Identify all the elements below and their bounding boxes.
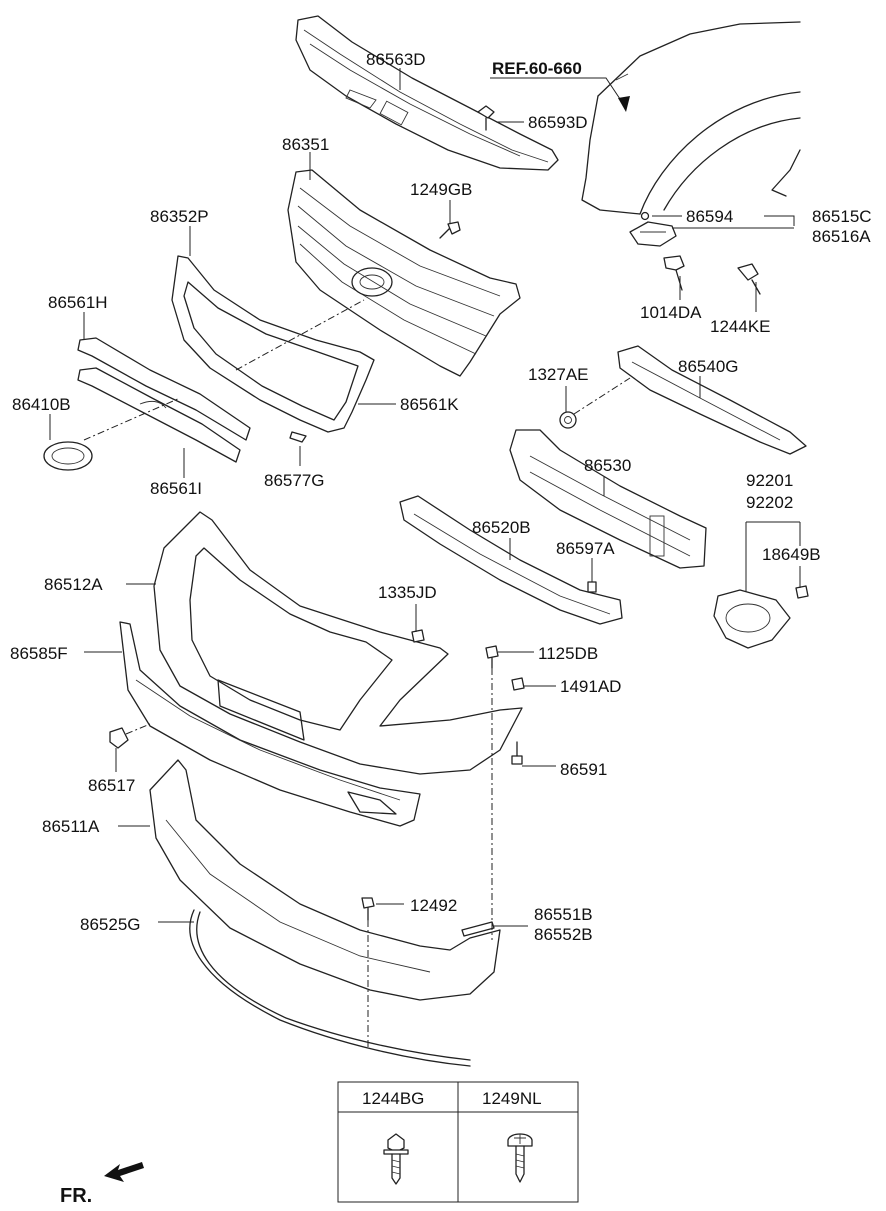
label-86516a: 86516A	[812, 227, 871, 246]
molding-86577g-part	[289, 431, 307, 443]
label-86561k: 86561K	[400, 395, 459, 414]
label-86577g: 86577G	[264, 471, 325, 490]
label-1327ae: 1327AE	[528, 365, 589, 384]
front-label: FR.	[60, 1185, 92, 1207]
label-86352p: 86352P	[150, 207, 209, 226]
label-86551b: 86551B	[534, 905, 593, 924]
screw-1249gb-part	[439, 221, 461, 239]
label-86512a: 86512A	[44, 575, 103, 594]
screw-86591-part	[511, 741, 523, 765]
label-1014da: 1014DA	[640, 303, 702, 322]
label-92202: 92202	[746, 493, 793, 512]
lower-bumper-part	[149, 759, 501, 1001]
energy-absorber-lower-part	[399, 495, 623, 625]
lower-grille-part	[119, 621, 421, 827]
leader-lines	[49, 68, 801, 927]
table-header-1244bg: 1244BG	[362, 1089, 424, 1108]
label-86525g: 86525G	[80, 915, 141, 934]
label-1491ad: 1491AD	[560, 677, 621, 696]
bulb-18649b-part	[795, 585, 809, 599]
bracket-86551b-part	[461, 921, 495, 937]
front-bumper-cover-part	[153, 511, 523, 775]
label-86561i: 86561I	[150, 479, 202, 498]
label-1249gb: 1249GB	[410, 180, 472, 199]
fastener-table: 1244BG 1249NL	[337, 1081, 579, 1203]
label-18649b: 18649B	[762, 545, 821, 564]
label-1125db: 1125DB	[538, 644, 598, 663]
fender-reference-part	[581, 21, 801, 215]
bolt-1125db-part	[485, 645, 499, 669]
label-86593d: 86593D	[528, 113, 588, 132]
upper-cover-part	[295, 15, 559, 171]
label-86563d: 86563D	[366, 50, 426, 69]
screw-12492-part	[361, 897, 375, 921]
label-86552b: 86552B	[534, 925, 593, 944]
label-ref: REF.60-660	[492, 59, 582, 78]
part-labels: 86563D REF.60-660 86593D 86351 1249GB 86…	[10, 50, 872, 944]
clip-1335jd-part	[411, 629, 425, 643]
label-86540g: 86540G	[678, 357, 739, 376]
flange-bolt-icon	[383, 1133, 409, 1185]
label-86517: 86517	[88, 776, 135, 795]
grille-molding-part	[171, 255, 375, 433]
front-direction-indicator: FR.	[60, 1162, 144, 1207]
radiator-grille-part	[287, 169, 521, 377]
label-86515c: 86515C	[812, 207, 872, 226]
label-12492: 12492	[410, 896, 457, 915]
emblem-part	[43, 441, 93, 471]
clip-86597a-part	[587, 581, 597, 593]
bracket-86517-part	[109, 727, 129, 749]
reference-arrow	[490, 77, 630, 112]
label-86530: 86530	[584, 456, 631, 475]
bumper-lip-strip-part	[189, 909, 471, 1067]
label-86591: 86591	[560, 760, 607, 779]
clip-1491ad-part	[511, 677, 525, 691]
label-86561h: 86561H	[48, 293, 108, 312]
label-92201: 92201	[746, 471, 793, 490]
label-86585f: 86585F	[10, 644, 68, 663]
label-1335jd: 1335JD	[378, 583, 437, 602]
nut-1327ae-part	[559, 411, 577, 429]
label-86597a: 86597A	[556, 539, 615, 558]
front-arrow-icon	[104, 1162, 144, 1182]
grille-moldings-part	[77, 337, 251, 463]
table-header-1249nl: 1249NL	[482, 1089, 542, 1108]
label-86410b: 86410B	[12, 395, 71, 414]
clip-86593d-part	[477, 105, 495, 131]
label-1244ke: 1244KE	[710, 317, 771, 336]
label-86594: 86594	[686, 207, 733, 226]
fog-lamp-part	[713, 589, 791, 649]
label-86511a: 86511A	[42, 817, 100, 836]
label-86351: 86351	[282, 135, 329, 154]
center-lines	[83, 299, 631, 1050]
label-86520b: 86520B	[472, 518, 531, 537]
bumper-beam-part	[509, 429, 707, 569]
pan-screw-icon	[507, 1133, 533, 1183]
